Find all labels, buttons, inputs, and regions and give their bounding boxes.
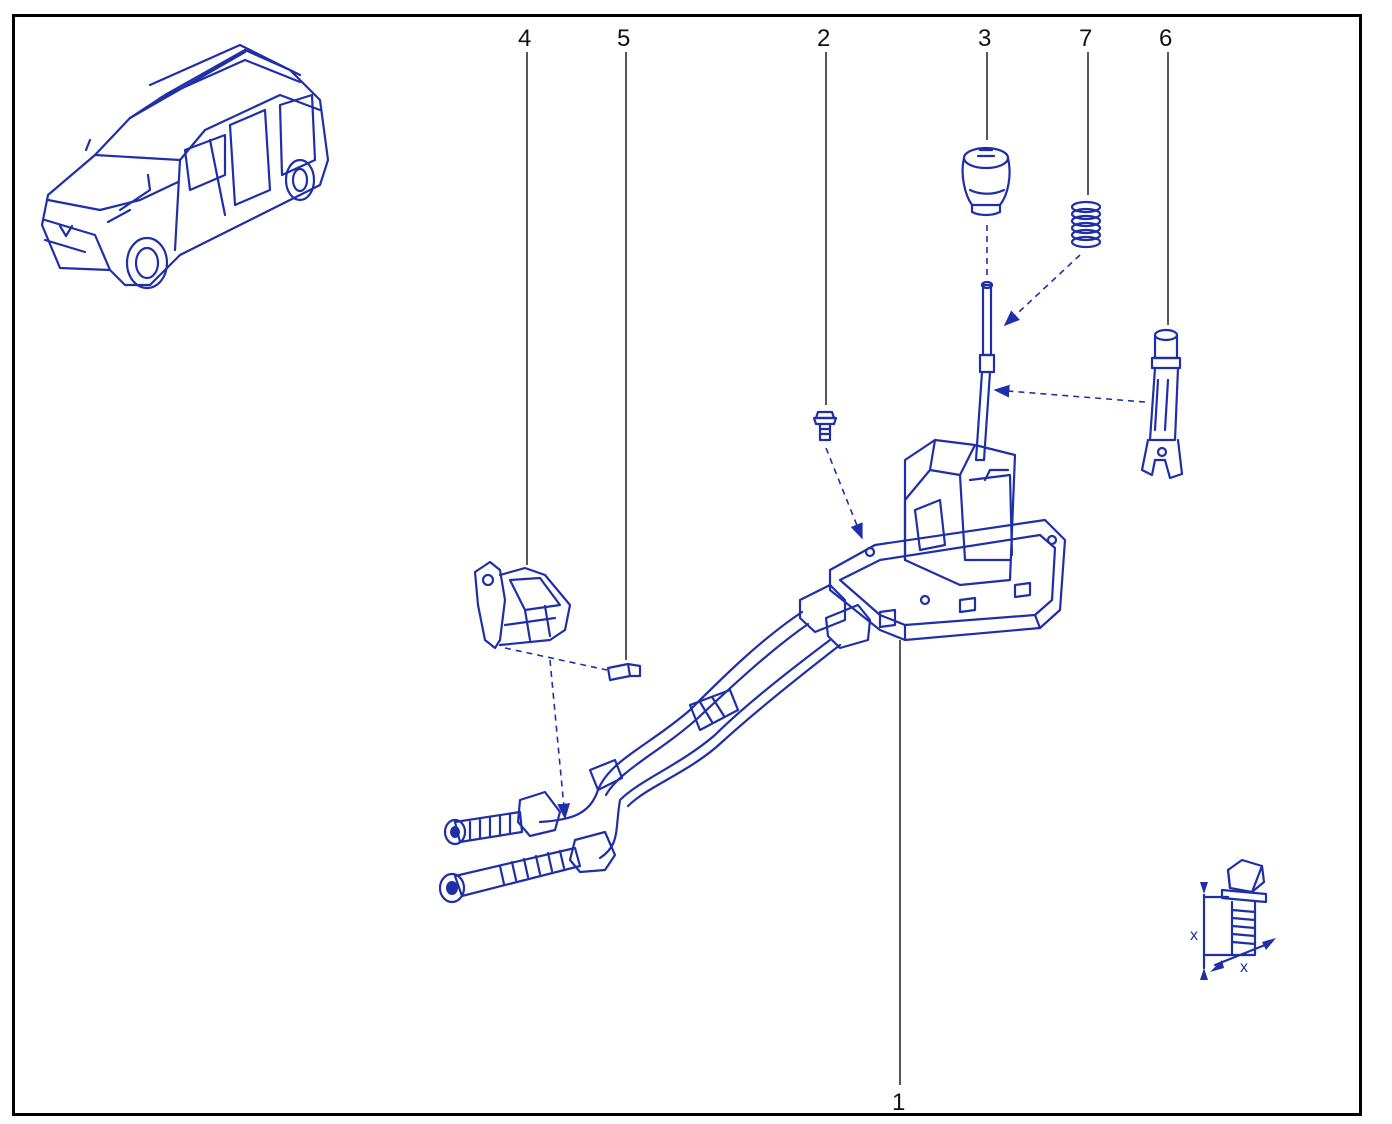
diagram-frame [12,14,1362,1116]
callout-2: 2 [817,25,830,52]
callout-3: 3 [978,25,991,52]
vehicle-icon [40,43,330,290]
dimension-label-vertical: x [1190,927,1198,944]
callout-5: 5 [617,25,630,52]
bracket-icon [473,560,572,650]
bracket-screw-dash [504,647,608,671]
spring-arrow [1003,254,1081,327]
dimension-label-horizontal: x [1240,959,1248,976]
callout-7: 7 [1079,25,1092,52]
bolt-icon [812,410,838,442]
screw-icon [606,662,642,682]
spring-icon [1070,200,1102,249]
bolt-dimension-icon: x x [1190,858,1276,980]
cable-icon [438,610,842,904]
gear-knob-icon [961,146,1011,217]
bolt-arrow [825,447,863,540]
callout-6: 6 [1159,25,1172,52]
callout-1: 1 [892,1089,905,1116]
bracket-arrow [549,659,571,820]
shifter-assembly-icon [798,280,1067,650]
callout-4: 4 [518,25,531,52]
sleeve-arrow [993,384,1146,403]
sleeve-icon [1140,328,1184,480]
